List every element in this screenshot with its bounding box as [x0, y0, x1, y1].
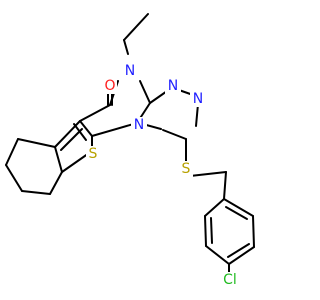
bond-ar-4: [228, 246, 255, 265]
bond-cy-2: [5, 138, 19, 166]
atom-n-bridge: N: [131, 117, 147, 133]
molecule-structure: O N N N N S S Cl: [5, 13, 255, 288]
atom-n-triazole-lower-label: N: [193, 91, 203, 107]
atom-s-thiophene-label: S: [89, 146, 98, 162]
bond-c9b-c5a: [79, 120, 93, 137]
atom-n-triazole-lower: N: [190, 91, 206, 107]
bond-c5a-c5: [79, 104, 111, 122]
bond-ar-6-inner: [225, 206, 248, 220]
bond-cy-4: [21, 190, 51, 195]
atom-n-triazole-upper-label: N: [168, 78, 178, 94]
bond-ar-2-inner: [210, 217, 213, 244]
atom-n-triazole-upper: N: [165, 78, 181, 94]
bond-c9a-c5b: [54, 146, 63, 173]
bond-n4-c3a: [139, 80, 151, 104]
atom-oxygen: O: [103, 78, 117, 94]
bond-cy-5: [49, 171, 63, 195]
bond-cy-3: [5, 164, 23, 192]
bond-ethyl-ch3: [123, 13, 149, 41]
atom-chlorine: Cl: [219, 272, 241, 288]
bond-c5b-c5a-inner: [60, 128, 83, 151]
bond-ar-6: [223, 198, 254, 217]
atom-n-ethyl-label: N: [125, 63, 135, 79]
bond-ethyl-n: [123, 39, 129, 55]
atom-s-thioether-label: S: [182, 161, 191, 177]
bond-c5b-c5a: [54, 120, 81, 148]
bond-n-c9b: [91, 122, 138, 137]
atom-oxygen-label: O: [104, 78, 115, 94]
bond-c-n-bridge: [162, 129, 187, 140]
bond-n2-c3: [195, 103, 199, 127]
bond-ar-2: [204, 215, 207, 247]
bond-ch2-ar: [223, 171, 227, 200]
molecule-canvas: O N N N N S S Cl: [5, 13, 255, 288]
atom-chlorine-label: Cl: [223, 272, 237, 288]
atom-n-ethyl: N: [122, 63, 138, 79]
bond-ar-3: [205, 245, 230, 265]
bond-ar-4-inner: [227, 243, 250, 258]
bond-cy-1: [17, 138, 56, 148]
atom-n-bridge-label: N: [134, 117, 144, 133]
bond-ar-5: [252, 215, 255, 248]
bond-s-ch2: [189, 171, 227, 177]
bond-ar-1: [204, 198, 225, 217]
atom-s-thiophene: S: [86, 146, 100, 162]
atom-s-thioether: S: [179, 161, 193, 177]
